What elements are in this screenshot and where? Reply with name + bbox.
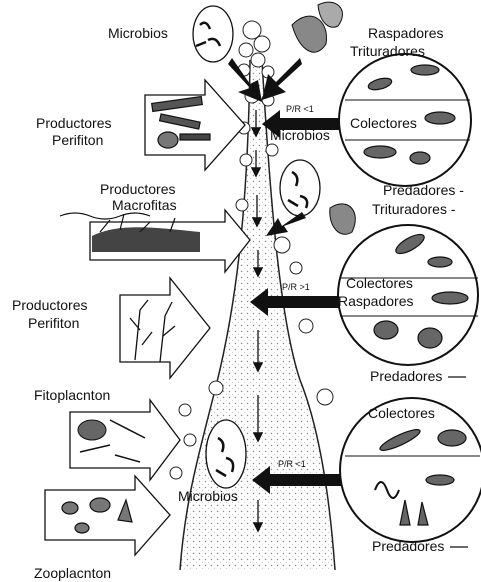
pr-ratio-top: P/R <1 xyxy=(286,104,314,114)
pr-arrow-middle xyxy=(250,288,345,316)
input-arrow-perifiton-1 xyxy=(145,80,245,170)
label-colectores-top: Colectores xyxy=(350,115,417,131)
label-raspadores-top: Raspadores xyxy=(368,25,444,41)
label-productores-perifiton-1-b: Perifiton xyxy=(52,132,103,148)
label-microbios-mid: Microbios xyxy=(270,127,330,143)
label-predadores-top: Predadores - xyxy=(383,182,464,198)
bottom-microbes-cluster xyxy=(206,420,246,488)
label-productores-macrofitas-b: Macrofitas xyxy=(112,197,177,213)
label-productores-perifiton-1-a: Productores xyxy=(36,115,111,131)
pr-ratio-bottom: P/R <1 xyxy=(278,459,306,469)
label-productores-macrofitas-a: Productores xyxy=(100,181,175,197)
input-arrow-fitoplacnton xyxy=(70,400,180,480)
input-arrow-macrofitas xyxy=(60,210,250,272)
label-trituradores-mid: Trituradores - xyxy=(372,201,456,217)
label-fitoplacnton: Fitoplacnton xyxy=(34,387,110,403)
label-zooplacnton: Zooplacnton xyxy=(34,565,111,581)
label-trituradores-top: Trituradores xyxy=(350,43,425,59)
input-arrow-zooplacnton xyxy=(45,476,170,555)
label-raspadores-mid: Raspadores xyxy=(338,293,414,309)
label-productores-perifiton-2-b: Perifiton xyxy=(28,315,79,331)
pr-ratio-middle: P/R >1 xyxy=(282,282,310,292)
label-predadores-mid: Predadores xyxy=(370,368,442,384)
label-productores-perifiton-2-a: Productores xyxy=(12,297,87,313)
label-colectores-mid: Colectores xyxy=(346,275,413,291)
top-leaf-inputs xyxy=(193,2,342,62)
label-predadores-bottom: Predadores xyxy=(372,538,444,554)
label-colectores-bottom: Colectores xyxy=(368,405,435,421)
top-input-arrows xyxy=(228,58,302,102)
label-microbios-bottom: Microbios xyxy=(178,488,238,504)
mid-microbes-cluster xyxy=(266,160,355,236)
label-microbios-top: Microbios xyxy=(108,25,168,41)
input-arrow-perifiton-2 xyxy=(120,278,210,378)
